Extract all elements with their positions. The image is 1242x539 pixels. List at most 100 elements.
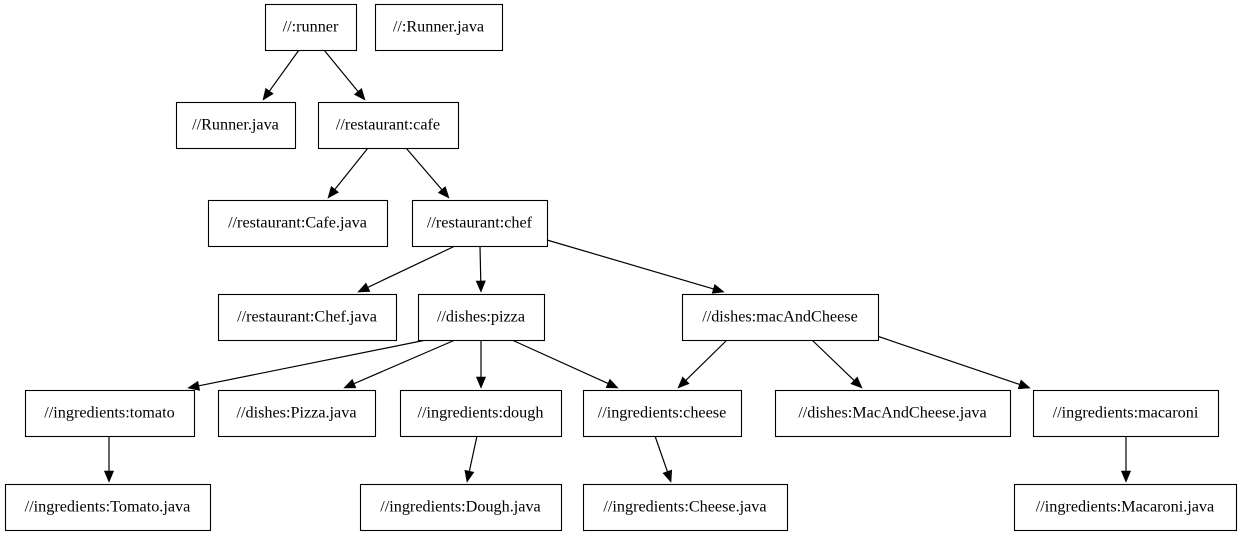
edge-arrowhead — [187, 380, 201, 391]
node-box[interactable] — [374, 3, 504, 52]
node-label: //ingredients:tomato — [44, 404, 174, 422]
edge-arrowhead — [327, 186, 340, 199]
graph-node[interactable]: //restaurant:cafe — [317, 101, 460, 150]
graph-node[interactable]: //ingredients:Dough.java — [359, 483, 563, 532]
graph-edge — [327, 147, 369, 199]
edge-arrowhead — [103, 470, 115, 483]
graph-node[interactable]: //:Runner.java — [374, 3, 504, 52]
node-box[interactable] — [1013, 483, 1238, 532]
node-label: //restaurant:Chef.java — [237, 308, 377, 326]
node-box[interactable] — [681, 293, 880, 342]
graph-edge — [475, 245, 486, 293]
node-box[interactable] — [399, 389, 563, 438]
node-box[interactable] — [359, 483, 563, 532]
graph-edge — [475, 340, 487, 389]
graph-node[interactable]: //:runner — [264, 3, 358, 52]
graph-node[interactable]: //ingredients:Cheese.java — [582, 483, 789, 532]
edge-arrowhead — [262, 87, 274, 101]
graph-edge — [357, 245, 456, 293]
edge-line — [876, 335, 1020, 386]
node-box[interactable] — [207, 199, 389, 248]
edge-arrowhead — [711, 283, 725, 294]
edge-arrowhead — [677, 376, 690, 389]
edge-arrowhead — [475, 376, 487, 389]
graph-node[interactable]: //restaurant:Cafe.java — [207, 199, 389, 248]
edge-line — [811, 339, 855, 381]
node-box[interactable] — [217, 293, 398, 342]
node-box[interactable] — [774, 389, 1012, 438]
edge-line — [546, 239, 714, 290]
graph-edge — [811, 339, 863, 389]
edge-line — [353, 339, 456, 385]
graph-node[interactable]: //dishes:macAndCheese — [681, 293, 880, 342]
node-label: //ingredients:Cheese.java — [603, 498, 766, 516]
node-label: //ingredients:cheese — [598, 404, 727, 422]
node-box[interactable] — [411, 199, 549, 248]
graph-node[interactable]: //ingredients:Macaroni.java — [1013, 483, 1238, 532]
nodes-layer: //:runner //:Runner.java //Runner.java //re… — [4, 3, 1238, 532]
node-label: //Runner.java — [192, 116, 279, 134]
edge-arrowhead — [475, 280, 486, 293]
node-label: //dishes:MacAndCheese.java — [798, 404, 986, 422]
graph-edge — [546, 239, 725, 294]
node-box[interactable] — [264, 3, 358, 52]
graph-node[interactable]: //ingredients:dough — [399, 389, 563, 438]
graph-node[interactable]: //dishes:pizza — [417, 293, 546, 342]
node-box[interactable] — [417, 293, 546, 342]
node-label: //restaurant:cafe — [336, 116, 440, 134]
graph-edge — [262, 49, 300, 101]
node-label: //ingredients:macaroni — [1053, 404, 1199, 422]
edge-line — [334, 147, 369, 190]
graph-node[interactable]: //ingredients:Tomato.java — [4, 483, 212, 532]
graph-node[interactable]: //Runner.java — [175, 101, 297, 150]
edge-arrowhead — [464, 469, 475, 483]
node-box[interactable] — [582, 389, 743, 438]
node-label: //ingredients:Tomato.java — [25, 498, 191, 516]
graph-edge — [405, 147, 450, 199]
graph-edge — [464, 435, 478, 483]
edge-arrowhead — [850, 376, 863, 389]
graph-node[interactable]: //ingredients:tomato — [24, 389, 196, 438]
edge-line — [511, 339, 609, 385]
graph-node[interactable]: //dishes:MacAndCheese.java — [774, 389, 1012, 438]
node-box[interactable] — [1032, 389, 1220, 438]
graph-node[interactable]: //restaurant:Chef.java — [217, 293, 398, 342]
edge-line — [654, 435, 668, 472]
node-box[interactable] — [4, 483, 212, 532]
graph-edge — [677, 339, 728, 389]
graph-edge — [511, 339, 619, 389]
graph-node[interactable]: //ingredients:cheese — [582, 389, 743, 438]
graph-node[interactable]: //dishes:Pizza.java — [217, 389, 377, 438]
edge-arrowhead — [605, 378, 619, 389]
graph-edge — [654, 435, 673, 483]
edge-line — [198, 339, 427, 387]
edge-arrowhead — [357, 282, 371, 293]
edge-line — [323, 49, 359, 92]
edge-arrowhead — [353, 88, 366, 101]
graph-node[interactable]: //ingredients:macaroni — [1032, 389, 1220, 438]
node-label: //:Runner.java — [393, 18, 484, 36]
edge-arrowhead — [1017, 379, 1031, 390]
edge-arrowhead — [437, 186, 450, 199]
node-label: //dishes:pizza — [437, 308, 525, 326]
edge-line — [479, 245, 482, 282]
edge-line — [405, 147, 443, 191]
graph-edge — [323, 49, 366, 101]
node-box[interactable] — [217, 389, 377, 438]
node-box[interactable] — [175, 101, 297, 150]
edge-line — [685, 339, 728, 381]
graph-node[interactable]: //restaurant:chef — [411, 199, 549, 248]
edge-line — [268, 49, 300, 92]
graph-edge — [1120, 436, 1132, 483]
node-box[interactable] — [582, 483, 789, 532]
node-label: //restaurant:chef — [427, 214, 533, 232]
node-box[interactable] — [24, 389, 196, 438]
edges-layer — [103, 49, 1132, 483]
node-label: //ingredients:Dough.java — [380, 498, 541, 516]
node-label: //restaurant:Cafe.java — [228, 214, 367, 232]
edge-line — [367, 245, 456, 288]
node-label: //ingredients:dough — [418, 404, 544, 422]
node-box[interactable] — [317, 101, 460, 150]
graph-edge — [103, 436, 115, 483]
edge-arrowhead — [1120, 470, 1132, 483]
